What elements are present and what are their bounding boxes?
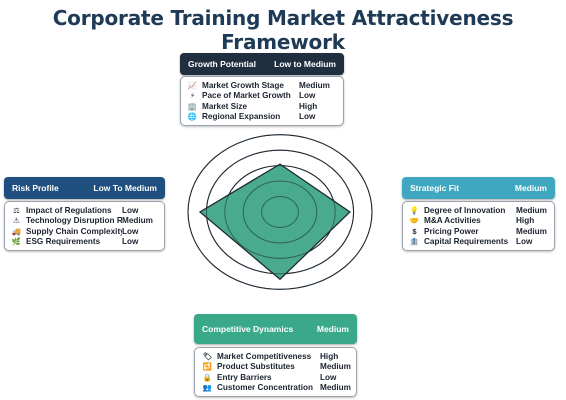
growth-potential-list: 📈 Market Growth Stage Medium ⚡ Pace of Marke… <box>180 76 344 126</box>
panel-title: Competitive Dynamics <box>202 324 294 334</box>
radar-ring-overlay <box>261 196 299 228</box>
item-value: Low <box>516 237 533 247</box>
item-value: High <box>516 216 535 226</box>
panel-rating: Low To Medium <box>93 183 157 193</box>
panel-rating: Medium <box>316 324 349 334</box>
list-item: 💡 Degree of Innovation Medium <box>409 205 548 216</box>
panel-rating: Low to Medium <box>274 59 336 69</box>
item-value: Low <box>122 205 139 215</box>
item-label: Regional Expansion <box>202 112 281 122</box>
item-label: ESG Requirements <box>26 237 101 247</box>
item-label: Impact of Regulations <box>26 205 112 215</box>
growth-potential-header: Growth Potential Low to Medium <box>180 53 344 75</box>
lightbulb-icon: 💡 <box>409 205 420 215</box>
item-label: Supply Chain Complexity <box>26 226 122 236</box>
radar-ring-overlay <box>205 149 355 275</box>
item-value: Medium <box>299 80 330 90</box>
item-value: Low <box>320 372 337 382</box>
item-value: Medium <box>516 226 547 236</box>
chart-icon: 📈 <box>187 80 198 90</box>
item-value: Medium <box>320 362 351 372</box>
item-label: Technology Disruption Risk <box>26 216 122 226</box>
growth-potential-panel: Growth Potential Low to Medium 📈 Market G… <box>180 53 344 126</box>
warning-icon: ⚠ <box>13 216 20 226</box>
list-item: 🔒 Entry Barriers Low <box>202 372 350 383</box>
competitive-dynamics-panel: Competitive Dynamics Medium 🏷 Market Comp… <box>194 314 357 397</box>
item-value: Low <box>122 226 139 236</box>
tag-icon: 🏷 <box>202 351 213 361</box>
item-label: M&A Activities <box>424 216 481 226</box>
list-item: 🏷 Market Competitiveness High <box>202 351 350 362</box>
item-label: Market Growth Stage <box>202 80 284 90</box>
scales-icon: ⚖ <box>13 205 20 215</box>
list-item: $ Pricing Power Medium <box>409 226 548 237</box>
list-item: 🤝 M&A Activities High <box>409 216 548 227</box>
list-item: ⚖ Impact of Regulations Low <box>11 205 158 216</box>
item-value: High <box>320 351 339 361</box>
people-icon: 👥 <box>202 383 213 393</box>
globe-icon: 🌐 <box>187 112 198 122</box>
panel-rating: Medium <box>514 183 547 193</box>
item-label: Pricing Power <box>424 226 479 236</box>
radar-ring-overlay <box>224 165 336 259</box>
lightning-icon: ⚡ <box>189 91 196 101</box>
handshake-icon: 🤝 <box>409 216 420 226</box>
risk-profile-header: Risk Profile Low To Medium <box>4 177 165 199</box>
item-label: Degree of Innovation <box>424 205 506 215</box>
radar-ring-overlay <box>242 180 318 244</box>
panel-title: Strategic Fit <box>410 183 460 193</box>
lock-icon: 🔒 <box>202 372 213 382</box>
item-value: Medium <box>122 216 153 226</box>
dollar-icon: $ <box>412 226 417 236</box>
list-item: 🌐 Regional Expansion Low <box>187 112 337 123</box>
item-value: Medium <box>320 383 351 393</box>
panel-title: Growth Potential <box>188 59 256 69</box>
competitive-dynamics-header: Competitive Dynamics Medium <box>194 314 357 344</box>
item-label: Entry Barriers <box>217 372 272 382</box>
list-item: ⚡ Pace of Market Growth Low <box>187 91 337 102</box>
building-icon: 🏢 <box>187 101 198 111</box>
item-value: High <box>299 101 318 111</box>
swap-icon: 🔁 <box>202 362 213 372</box>
item-label: Market Competitiveness <box>217 351 312 361</box>
item-label: Customer Concentration <box>217 383 313 393</box>
radar-shape <box>198 163 351 281</box>
list-item: 🔁 Product Substitutes Medium <box>202 362 351 373</box>
strategic-fit-panel: Strategic Fit Medium 💡 Degree of Innovati… <box>402 177 555 251</box>
list-item: 🏦 Capital Requirements Low <box>409 237 548 248</box>
competitive-dynamics-list: 🏷 Market Competitiveness High 🔁 Product Subs… <box>194 347 357 397</box>
panel-title: Risk Profile <box>12 183 59 193</box>
item-label: Capital Requirements <box>424 237 509 247</box>
item-label: Product Substitutes <box>217 362 295 372</box>
risk-profile-panel: Risk Profile Low To Medium ⚖ Impact of Re… <box>4 177 165 251</box>
list-item: ⚠ Technology Disruption RiskMedium <box>11 216 158 227</box>
item-value: Low <box>122 237 139 247</box>
radar-chart <box>187 134 373 290</box>
bank-icon: 🏦 <box>409 237 420 247</box>
item-value: Medium <box>516 205 547 215</box>
list-item: 🏢 Market Size High <box>187 101 337 112</box>
leaf-icon: 🌿 <box>11 237 22 247</box>
list-item: 👥 Customer Concentration Medium <box>202 383 351 394</box>
item-label: Pace of Market Growth <box>202 91 291 101</box>
list-item: 📈 Market Growth Stage Medium <box>187 80 337 91</box>
item-value: Low <box>299 91 316 101</box>
radar-ring-overlay <box>187 134 373 290</box>
page-title: Corporate Training Market Attractiveness… <box>52 6 514 54</box>
item-label: Market Size <box>202 101 248 111</box>
truck-icon: 🚚 <box>11 226 22 236</box>
strategic-fit-header: Strategic Fit Medium <box>402 177 555 199</box>
item-value: Low <box>299 112 316 122</box>
list-item: 🌿 ESG Requirements Low <box>11 237 158 248</box>
